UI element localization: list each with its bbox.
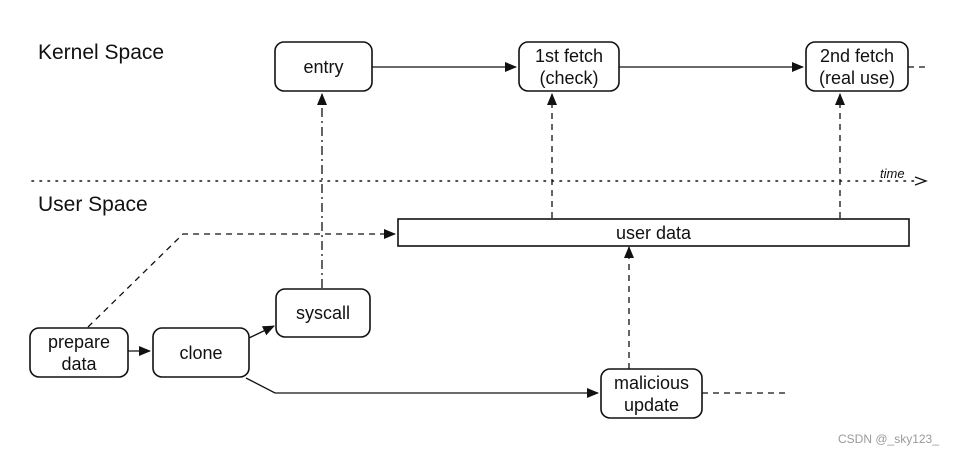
node-clone-label: clone (179, 343, 222, 363)
node-prepare-data: prepare data (29, 327, 129, 378)
node-second-fetch-label-line2: (real use) (819, 68, 895, 88)
node-second-fetch: 2nd fetch (real use) (805, 41, 909, 92)
node-entry: entry (274, 41, 373, 92)
node-malicious-update-label-line2: update (624, 395, 679, 415)
node-user-data: user data (397, 218, 910, 247)
edge-clone-to-syscall (248, 325, 275, 339)
time-axis-arrow (914, 176, 928, 186)
user-space-label: User Space (38, 193, 148, 216)
edge-prepare-data-to-user-data (87, 229, 396, 328)
node-prepare-data-label-line2: data (61, 354, 97, 374)
node-first-fetch: 1st fetch (check) (518, 41, 620, 92)
node-malicious-update: malicious update (600, 368, 703, 419)
node-user-data-label: user data (616, 223, 692, 243)
node-first-fetch-label-line1: 1st fetch (535, 46, 603, 66)
node-syscall: syscall (275, 288, 371, 338)
edge-clone-to-malicious-update (245, 377, 599, 398)
node-entry-label: entry (303, 57, 343, 77)
node-first-fetch-label-line2: (check) (539, 68, 598, 88)
node-second-fetch-label-line1: 2nd fetch (820, 46, 894, 66)
node-syscall-label: syscall (296, 303, 350, 323)
time-axis-label: time (880, 166, 905, 181)
node-prepare-data-label-line1: prepare (48, 332, 110, 352)
watermark: CSDN @_sky123_ (838, 432, 939, 446)
kernel-space-label: Kernel Space (38, 41, 164, 64)
node-malicious-update-label-line1: malicious (614, 373, 689, 393)
node-clone: clone (152, 327, 250, 378)
